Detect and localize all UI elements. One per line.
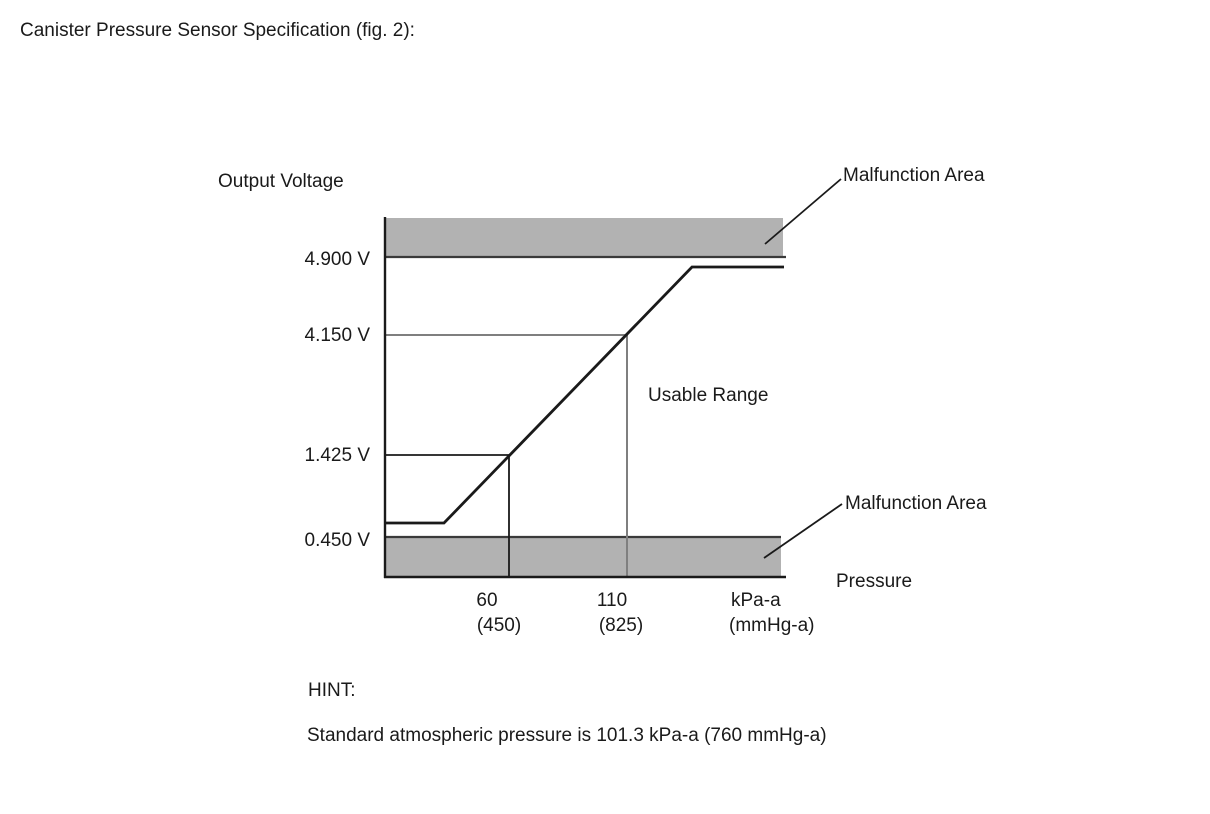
leader-line-malfunction-top [764,178,842,245]
x-tick-110-mmhg: (825) [598,615,644,636]
figure-title: Canister Pressure Sensor Specification (… [20,20,415,41]
y-tick-0450: 0.450 V [304,530,371,551]
x-tick-60-mmhg: (450) [476,615,522,636]
x-unit-mmhg: (mmHg-a) [729,615,815,636]
x-tick-110-kpa: 110 [596,590,628,611]
x-unit-kpa: kPa-a [731,590,781,611]
sensor-output-curve [385,265,784,525]
y-tick-4150: 4.150 V [304,325,371,346]
malfunction-band-top [386,218,783,256]
y-tick-4900: 4.900 V [304,249,371,270]
leader-line-malfunction-bottom [763,503,843,559]
y-tick-1425: 1.425 V [304,445,371,466]
annotation-malfunction-area-top: Malfunction Area [843,165,985,186]
malfunction-band-bottom [386,538,781,576]
hint-text: Standard atmospheric pressure is 101.3 k… [307,725,827,746]
annotation-usable-range: Usable Range [648,385,769,406]
x-tick-60-kpa: 60 [476,590,498,611]
annotation-malfunction-area-bottom: Malfunction Area [845,493,987,514]
hint-label: HINT: [308,680,356,701]
x-axis-title: Pressure [836,571,913,592]
y-axis-title: Output Voltage [218,171,344,192]
